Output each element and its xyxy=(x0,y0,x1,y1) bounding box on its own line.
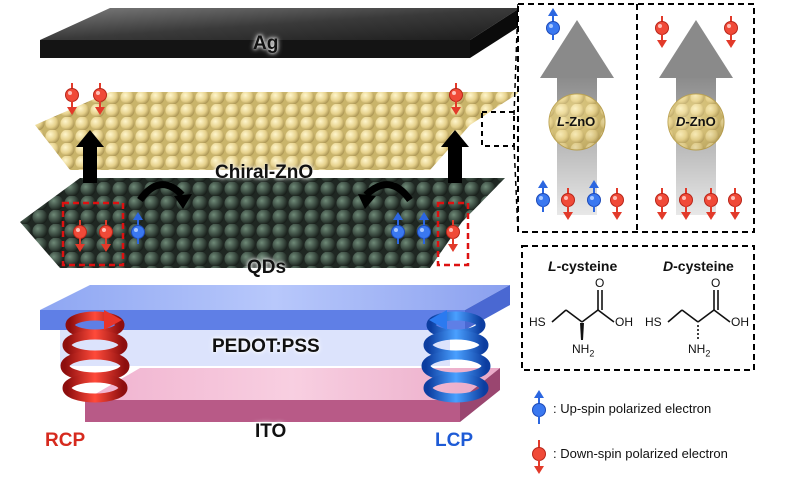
ito-label: ITO xyxy=(255,421,287,442)
curved-arrow-left-head-icon xyxy=(174,194,192,209)
qds-label: QDs xyxy=(247,257,287,278)
hs-atom: HS xyxy=(645,315,662,329)
zno-inset-panel xyxy=(517,3,755,233)
legend-up-spin-text: : Up-spin polarized electron xyxy=(553,401,712,416)
legend-down-spin-text: : Down-spin polarized electron xyxy=(553,446,728,461)
pedot-label: PEDOT:PSS xyxy=(212,336,320,357)
nh2-group: NH2 xyxy=(688,342,711,359)
lcp-light-coil-icon xyxy=(421,311,491,403)
l-zno-label: L-ZnO xyxy=(557,114,596,129)
zno-layer xyxy=(35,92,520,170)
rcp-light-coil-icon xyxy=(60,311,130,403)
ito-layer xyxy=(85,368,500,422)
rcp-arrowhead-icon xyxy=(104,310,122,330)
d-zno-label: D-ZnO xyxy=(676,114,716,129)
curved-arrow-left-icon xyxy=(137,181,185,203)
ag-layer xyxy=(40,8,520,58)
lcp-label: LCP xyxy=(435,430,473,451)
pedot-pss-layer xyxy=(40,285,510,366)
spin-selection-box-right xyxy=(436,201,470,267)
rcp-label: RCP xyxy=(45,430,86,451)
curved-arrow-right-icon xyxy=(363,181,413,203)
down-spin-icon xyxy=(532,440,546,474)
cysteine-structure-panel xyxy=(521,245,755,371)
o-atom: O xyxy=(711,276,721,290)
qd-layer xyxy=(20,178,505,268)
curved-arrow-right-head-icon xyxy=(358,194,376,209)
zno-label: Chiral-ZnO xyxy=(215,162,314,183)
l-cysteine-title: L-cysteine xyxy=(548,258,618,274)
oh-atom: OH xyxy=(731,315,749,329)
oh-atom: OH xyxy=(615,315,633,329)
nh2-group: NH2 xyxy=(572,342,595,359)
d-cysteine-title: D-cysteine xyxy=(663,258,734,274)
lcp-arrowhead-icon xyxy=(429,310,447,330)
ag-label: Ag xyxy=(253,33,279,54)
up-spin-icon xyxy=(532,390,546,424)
black-arrow-right-icon xyxy=(441,130,469,183)
zoom-callout-box xyxy=(481,111,515,147)
black-arrow-left-icon xyxy=(76,130,104,183)
o-atom: O xyxy=(595,276,605,290)
hs-atom: HS xyxy=(529,315,546,329)
spin-selection-box-left xyxy=(61,201,125,267)
